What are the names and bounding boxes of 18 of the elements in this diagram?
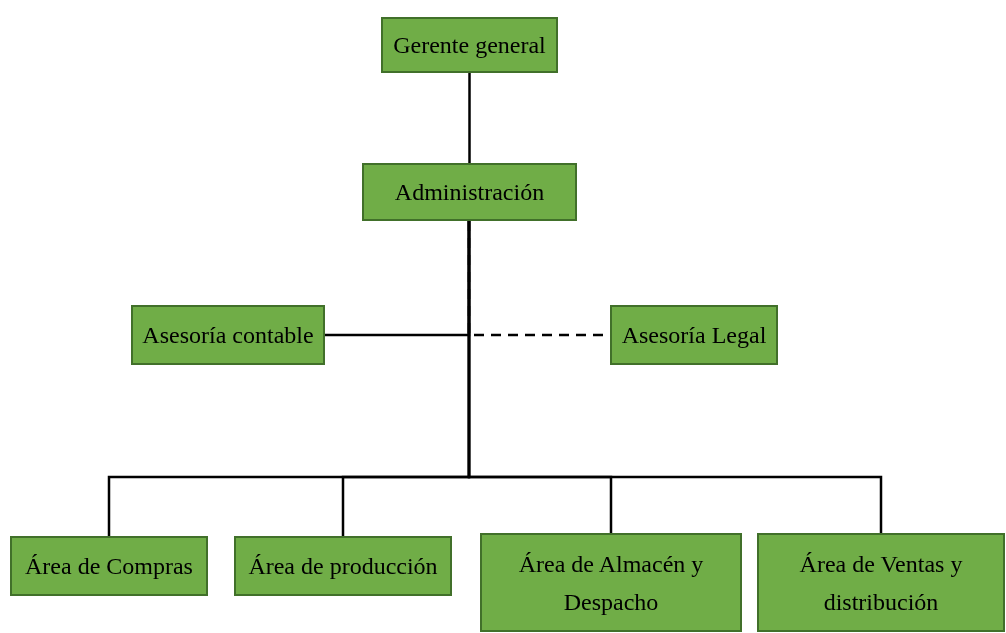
org-box [10,536,208,596]
box-label: Área de Ventas y distribución [798,549,964,617]
box-label: Asesoría Legal [621,321,767,350]
box-label: Área de producción [248,552,438,581]
connector-line [467,221,883,533]
box-label: Área de Almacén y Despacho [517,549,705,617]
org-box [757,533,1005,632]
org-box [480,533,742,632]
org-box [131,305,325,365]
org-box [234,536,452,596]
box-label: Área de Compras [25,552,193,581]
box-label: Gerente general [393,31,546,60]
box-label: Administración [394,178,545,207]
org-box [381,17,558,73]
connector-line [468,73,471,163]
org-box [610,305,778,365]
box-label: Asesoría contable [142,321,314,350]
org-box [362,163,577,221]
